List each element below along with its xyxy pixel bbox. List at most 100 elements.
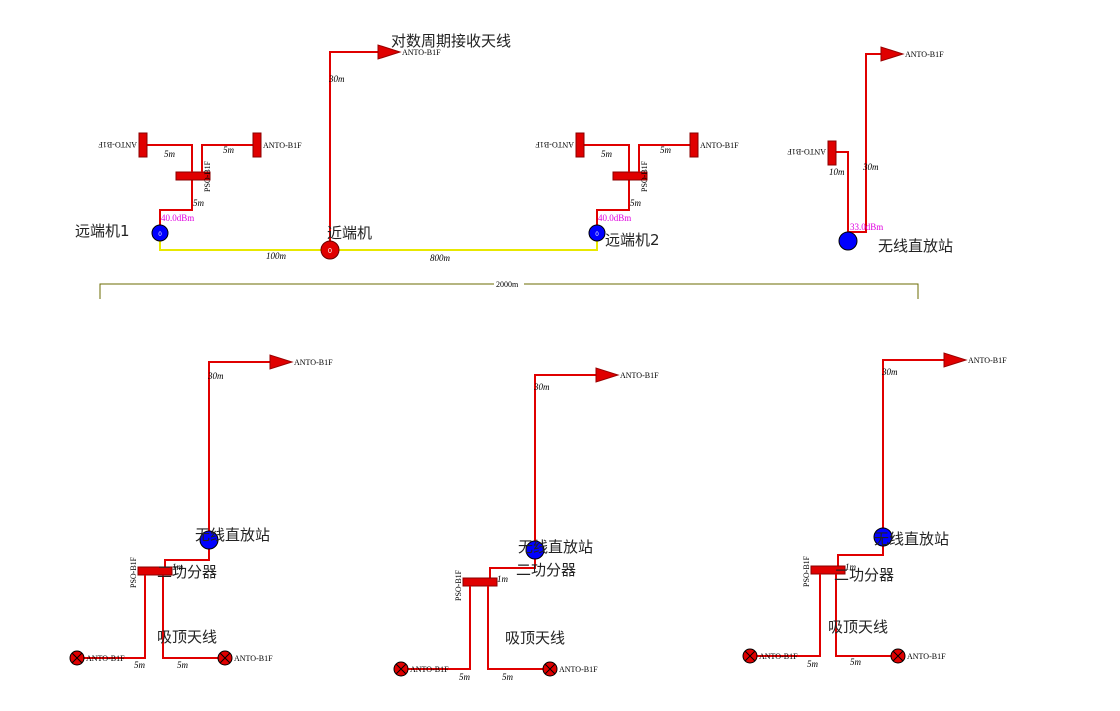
bottom1-ceiling-label: 吸顶天线 — [157, 628, 217, 646]
bottom2-repeater-label: 无线直放站 — [518, 538, 593, 556]
repeater-icon — [525, 540, 545, 560]
remote-unit-1-symbol: 0 — [158, 232, 162, 238]
repeater-label: 无线直放站 — [878, 237, 953, 255]
antenna-label-mirrored: ANTO-B1F — [535, 140, 574, 149]
antenna-label: ANTO-B1F — [86, 654, 125, 663]
log-periodic-antenna-icon — [377, 44, 402, 60]
fiber-link-remote1-near — [159, 233, 330, 251]
antenna-label: ANTO-B1F — [402, 48, 441, 57]
splitter-icon — [462, 577, 498, 587]
antenna-label: ANTO-B1F — [620, 371, 659, 380]
bottom3-ceiling-label: 吸顶天线 — [828, 618, 888, 636]
remote2-feeder — [596, 180, 630, 225]
antenna-label-mirrored: ANTO-B1F — [787, 147, 826, 156]
branch-length-left: 5m — [164, 149, 176, 159]
antenna-label-mirrored: ANTO-B1F — [98, 140, 137, 149]
bottom2-ceiling-label: 吸顶天线 — [505, 629, 565, 647]
antenna-label: ANTO-B1F — [410, 665, 449, 674]
bottom2-donor-feeder — [534, 374, 596, 550]
bottom1-repeater-to-splitter — [164, 540, 210, 567]
ceiling-antenna-icon-cross — [892, 650, 904, 662]
yagi-antenna-icon — [595, 367, 620, 383]
branch-length-right: 5m — [660, 145, 672, 155]
antenna-label: ANTO-B1F — [700, 141, 739, 150]
repeater-icon — [199, 530, 219, 550]
near-unit-feeder — [329, 51, 378, 242]
bottom3-branch-left-length: 5m — [807, 659, 819, 669]
remote-unit-2-symbol: 0 — [595, 232, 599, 238]
bottom3-feed-length: 1m — [845, 562, 857, 572]
log-periodic-antenna-label: 对数周期接收天线 — [391, 32, 511, 50]
bottom1-donor-feeder — [208, 361, 270, 540]
remote2-branch-left — [580, 144, 630, 172]
bottom1-repeater-label: 无线直放站 — [195, 526, 270, 544]
panel-antenna-icon — [138, 132, 148, 158]
splitter-icon — [810, 565, 846, 575]
remote1-feeder — [159, 180, 193, 225]
repeater-donor-feeder — [847, 53, 881, 241]
antenna-label: ANTO-B1F — [559, 665, 598, 674]
feeder-length: 5m — [193, 198, 205, 208]
bottom1-branch-left-length: 5m — [134, 660, 146, 670]
near-feeder-length: 30m — [328, 74, 345, 84]
near-unit-label: 近端机 — [327, 224, 372, 242]
antenna-label: ANTO-B1F — [968, 356, 1007, 365]
panel-antenna-icon — [827, 140, 837, 166]
bottom1-branch-left — [77, 575, 146, 659]
near-unit-icon — [320, 240, 340, 260]
antenna-label: ANTO-B1F — [294, 358, 333, 367]
branch-length-right: 5m — [223, 145, 235, 155]
dimension-total-length: 2000m — [496, 280, 519, 289]
remote-unit-2-icon — [588, 224, 606, 242]
splitter-label: PSO-B1F — [640, 160, 649, 192]
bottom3-donor-feeder — [882, 359, 944, 537]
splitter-label: PSO-B1F — [203, 160, 212, 192]
remote1-branch-left — [143, 144, 193, 172]
repeater-short-length: 10m — [829, 167, 845, 177]
ceiling-antenna-icon-cross — [544, 663, 556, 675]
bottom3-vertical-length: 30m — [881, 367, 898, 377]
dimension-label-bg — [494, 279, 524, 289]
remote-unit-1-icon — [151, 224, 169, 242]
splitter-icon — [137, 566, 173, 576]
branch-length-left: 5m — [601, 149, 613, 159]
bottom2-splitter-label: 二功分器 — [516, 561, 576, 579]
remote2-branch-right — [638, 144, 694, 172]
bottom1-branch-right — [162, 575, 225, 659]
bottom3-splitter-label: 二功分器 — [834, 566, 894, 584]
ceiling-antenna-icon-cross — [744, 650, 756, 662]
bottom1-branch-right-length: 5m — [177, 660, 189, 670]
repeater-power: 33.0dBm — [850, 222, 883, 232]
bottom2-branch-right — [487, 586, 550, 670]
panel-antenna-icon — [575, 132, 585, 158]
yagi-antenna-icon — [269, 354, 294, 370]
bottom1-splitter-label: 二功分器 — [157, 563, 217, 581]
bottom3-branch-left — [750, 574, 821, 657]
splitter-label: PSO-B1F — [454, 569, 463, 601]
remote-unit-1-power: 40.0dBm — [161, 213, 194, 223]
fiber-length-2: 800m — [430, 253, 451, 263]
ceiling-antenna-icon-cross — [71, 652, 83, 664]
panel-antenna-icon — [689, 132, 699, 158]
antenna-label: ANTO-B1F — [907, 652, 946, 661]
repeater-icon — [838, 231, 858, 251]
bottom3-repeater-label: 无线直放站 — [874, 530, 949, 548]
bottom1-feed-length: 1m — [172, 562, 184, 572]
antenna-label: ANTO-B1F — [263, 141, 302, 150]
ceiling-antenna-icon-cross — [395, 663, 407, 675]
splitter-label: PSO-B1F — [802, 555, 811, 587]
bottom3-branch-right-length: 5m — [850, 657, 862, 667]
bottom2-branch-left — [401, 586, 471, 670]
ceiling-antenna-icon-cross — [219, 652, 231, 664]
bottom1-vertical-length: 30m — [207, 371, 224, 381]
repeater-service-feeder — [836, 151, 849, 232]
yagi-antenna-icon — [943, 352, 968, 368]
bottom2-branch-right-length: 5m — [502, 672, 514, 682]
remote1-branch-right — [201, 144, 257, 172]
splitter-label: PSO-B1F — [129, 556, 138, 588]
remote-unit-2-power: 40.0dBm — [598, 213, 631, 223]
bottom2-branch-left-length: 5m — [459, 672, 471, 682]
bottom2-feed-length: 1m — [497, 574, 509, 584]
antenna-label: ANTO-B1F — [234, 654, 273, 663]
